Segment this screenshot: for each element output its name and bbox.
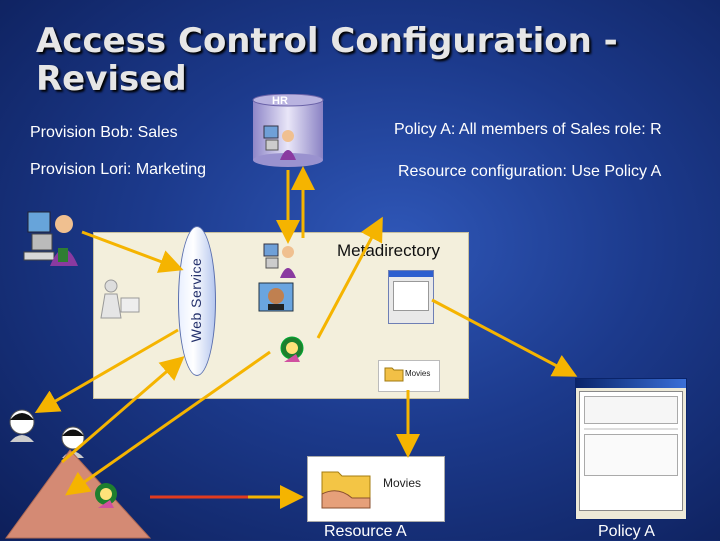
arrow-admin-to-webservice xyxy=(82,232,178,268)
arrow-webservice-to-users xyxy=(40,330,178,410)
arrow-keyuser-to-hr xyxy=(318,222,380,338)
arrow-lori-to-webservice xyxy=(62,360,180,462)
arrow-meta-to-policy xyxy=(432,300,572,374)
arrow-webservice-to-lori xyxy=(70,352,270,492)
